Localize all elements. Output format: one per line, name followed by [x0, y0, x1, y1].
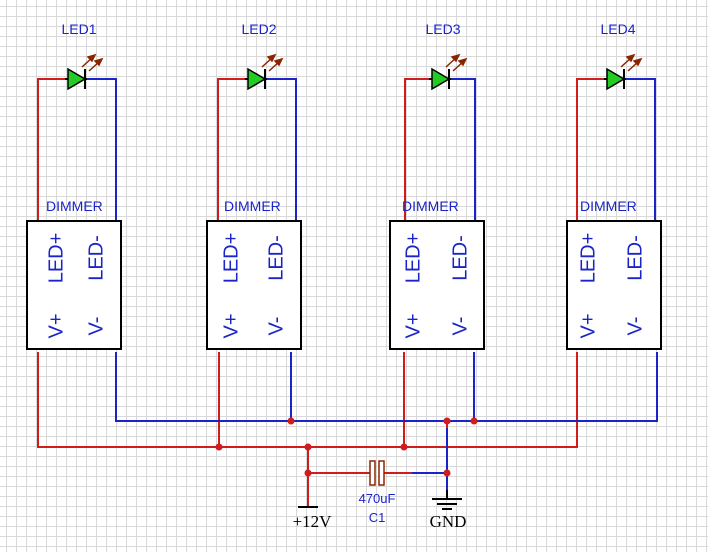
- dimmer1-pin-led-plus: LED+: [45, 232, 68, 284]
- vplus-bus-wire: [37, 352, 578, 448]
- dimmer1-pin-v-minus: V-: [85, 316, 108, 336]
- led4-anode-wire: [576, 78, 607, 220]
- junction-dots: [215, 417, 478, 477]
- junction-dot: [304, 443, 312, 451]
- led3-cathode-wire: [450, 78, 476, 220]
- led2-cathode-wire: [266, 78, 297, 220]
- ground-label: GND: [429, 512, 467, 531]
- dimmer2-pin-led-minus: LED-: [265, 235, 288, 281]
- led-diode-icon: [604, 67, 626, 91]
- led3-anode-wire: [404, 78, 432, 220]
- supply-label: +12V: [292, 512, 332, 531]
- dimmer2-module: [206, 220, 302, 350]
- ground-icon: [432, 490, 462, 510]
- dimmer1-pin-v-plus: V+: [45, 313, 68, 339]
- dimmer4-pin-v-minus: V-: [624, 316, 647, 336]
- dimmer3-title: DIMMER: [402, 198, 459, 214]
- dimmer4-title: DIMMER: [580, 198, 637, 214]
- dimmer4-pin-led-plus: LED+: [577, 232, 600, 284]
- dimmer4-pin-led-minus: LED-: [624, 235, 647, 281]
- led4-label: LED4: [600, 21, 636, 37]
- led1-label: LED1: [61, 21, 97, 37]
- dimmer2-title: DIMMER: [224, 198, 281, 214]
- junction-dot: [443, 417, 451, 425]
- led-diode-icon: [245, 67, 267, 91]
- led4: [604, 53, 643, 91]
- led2-anode-wire: [217, 78, 248, 220]
- junction-dot: [304, 469, 312, 477]
- dimmer2-pin-led-plus: LED+: [220, 232, 243, 284]
- capacitor-ref: C1: [368, 510, 386, 525]
- junction-dot: [215, 443, 223, 451]
- led1: [65, 53, 104, 91]
- led4-cathode-wire: [625, 78, 656, 220]
- dimmer3-pin-led-plus: LED+: [402, 232, 425, 284]
- dimmer3-module: [389, 220, 485, 350]
- led3-label: LED3: [425, 21, 461, 37]
- led-diode-icon: [65, 67, 87, 91]
- dimmer1-pin-led-minus: LED-: [85, 235, 108, 281]
- light-emission-icon: [261, 53, 284, 72]
- dimmer4-pin-v-plus: V+: [577, 313, 600, 339]
- light-emission-icon: [620, 53, 643, 72]
- light-emission-icon: [81, 53, 104, 72]
- led1-anode-wire: [37, 78, 68, 220]
- junction-dot: [470, 417, 478, 425]
- led3: [429, 53, 468, 91]
- led2: [245, 53, 284, 91]
- capacitor-icon: [369, 460, 385, 486]
- junction-dot: [443, 469, 451, 477]
- junction-dot: [400, 443, 408, 451]
- led1-cathode-wire: [86, 78, 117, 220]
- dimmer3-pin-v-minus: V-: [449, 316, 472, 336]
- led2-label: LED2: [241, 21, 277, 37]
- led-diode-icon: [429, 67, 451, 91]
- dimmer1-module: [26, 220, 122, 350]
- dimmer2-pin-v-plus: V+: [220, 313, 243, 339]
- vminus-bus-wire: [115, 352, 658, 422]
- capacitor-value: 470uF: [358, 491, 396, 506]
- junction-dot: [287, 417, 295, 425]
- light-emission-icon: [445, 53, 468, 72]
- dimmer3-pin-v-plus: V+: [402, 313, 425, 339]
- dimmer1-title: DIMMER: [46, 198, 103, 214]
- dimmer3-pin-led-minus: LED-: [449, 235, 472, 281]
- dimmer4-module: [566, 220, 662, 350]
- dimmer2-pin-v-minus: V-: [265, 316, 288, 336]
